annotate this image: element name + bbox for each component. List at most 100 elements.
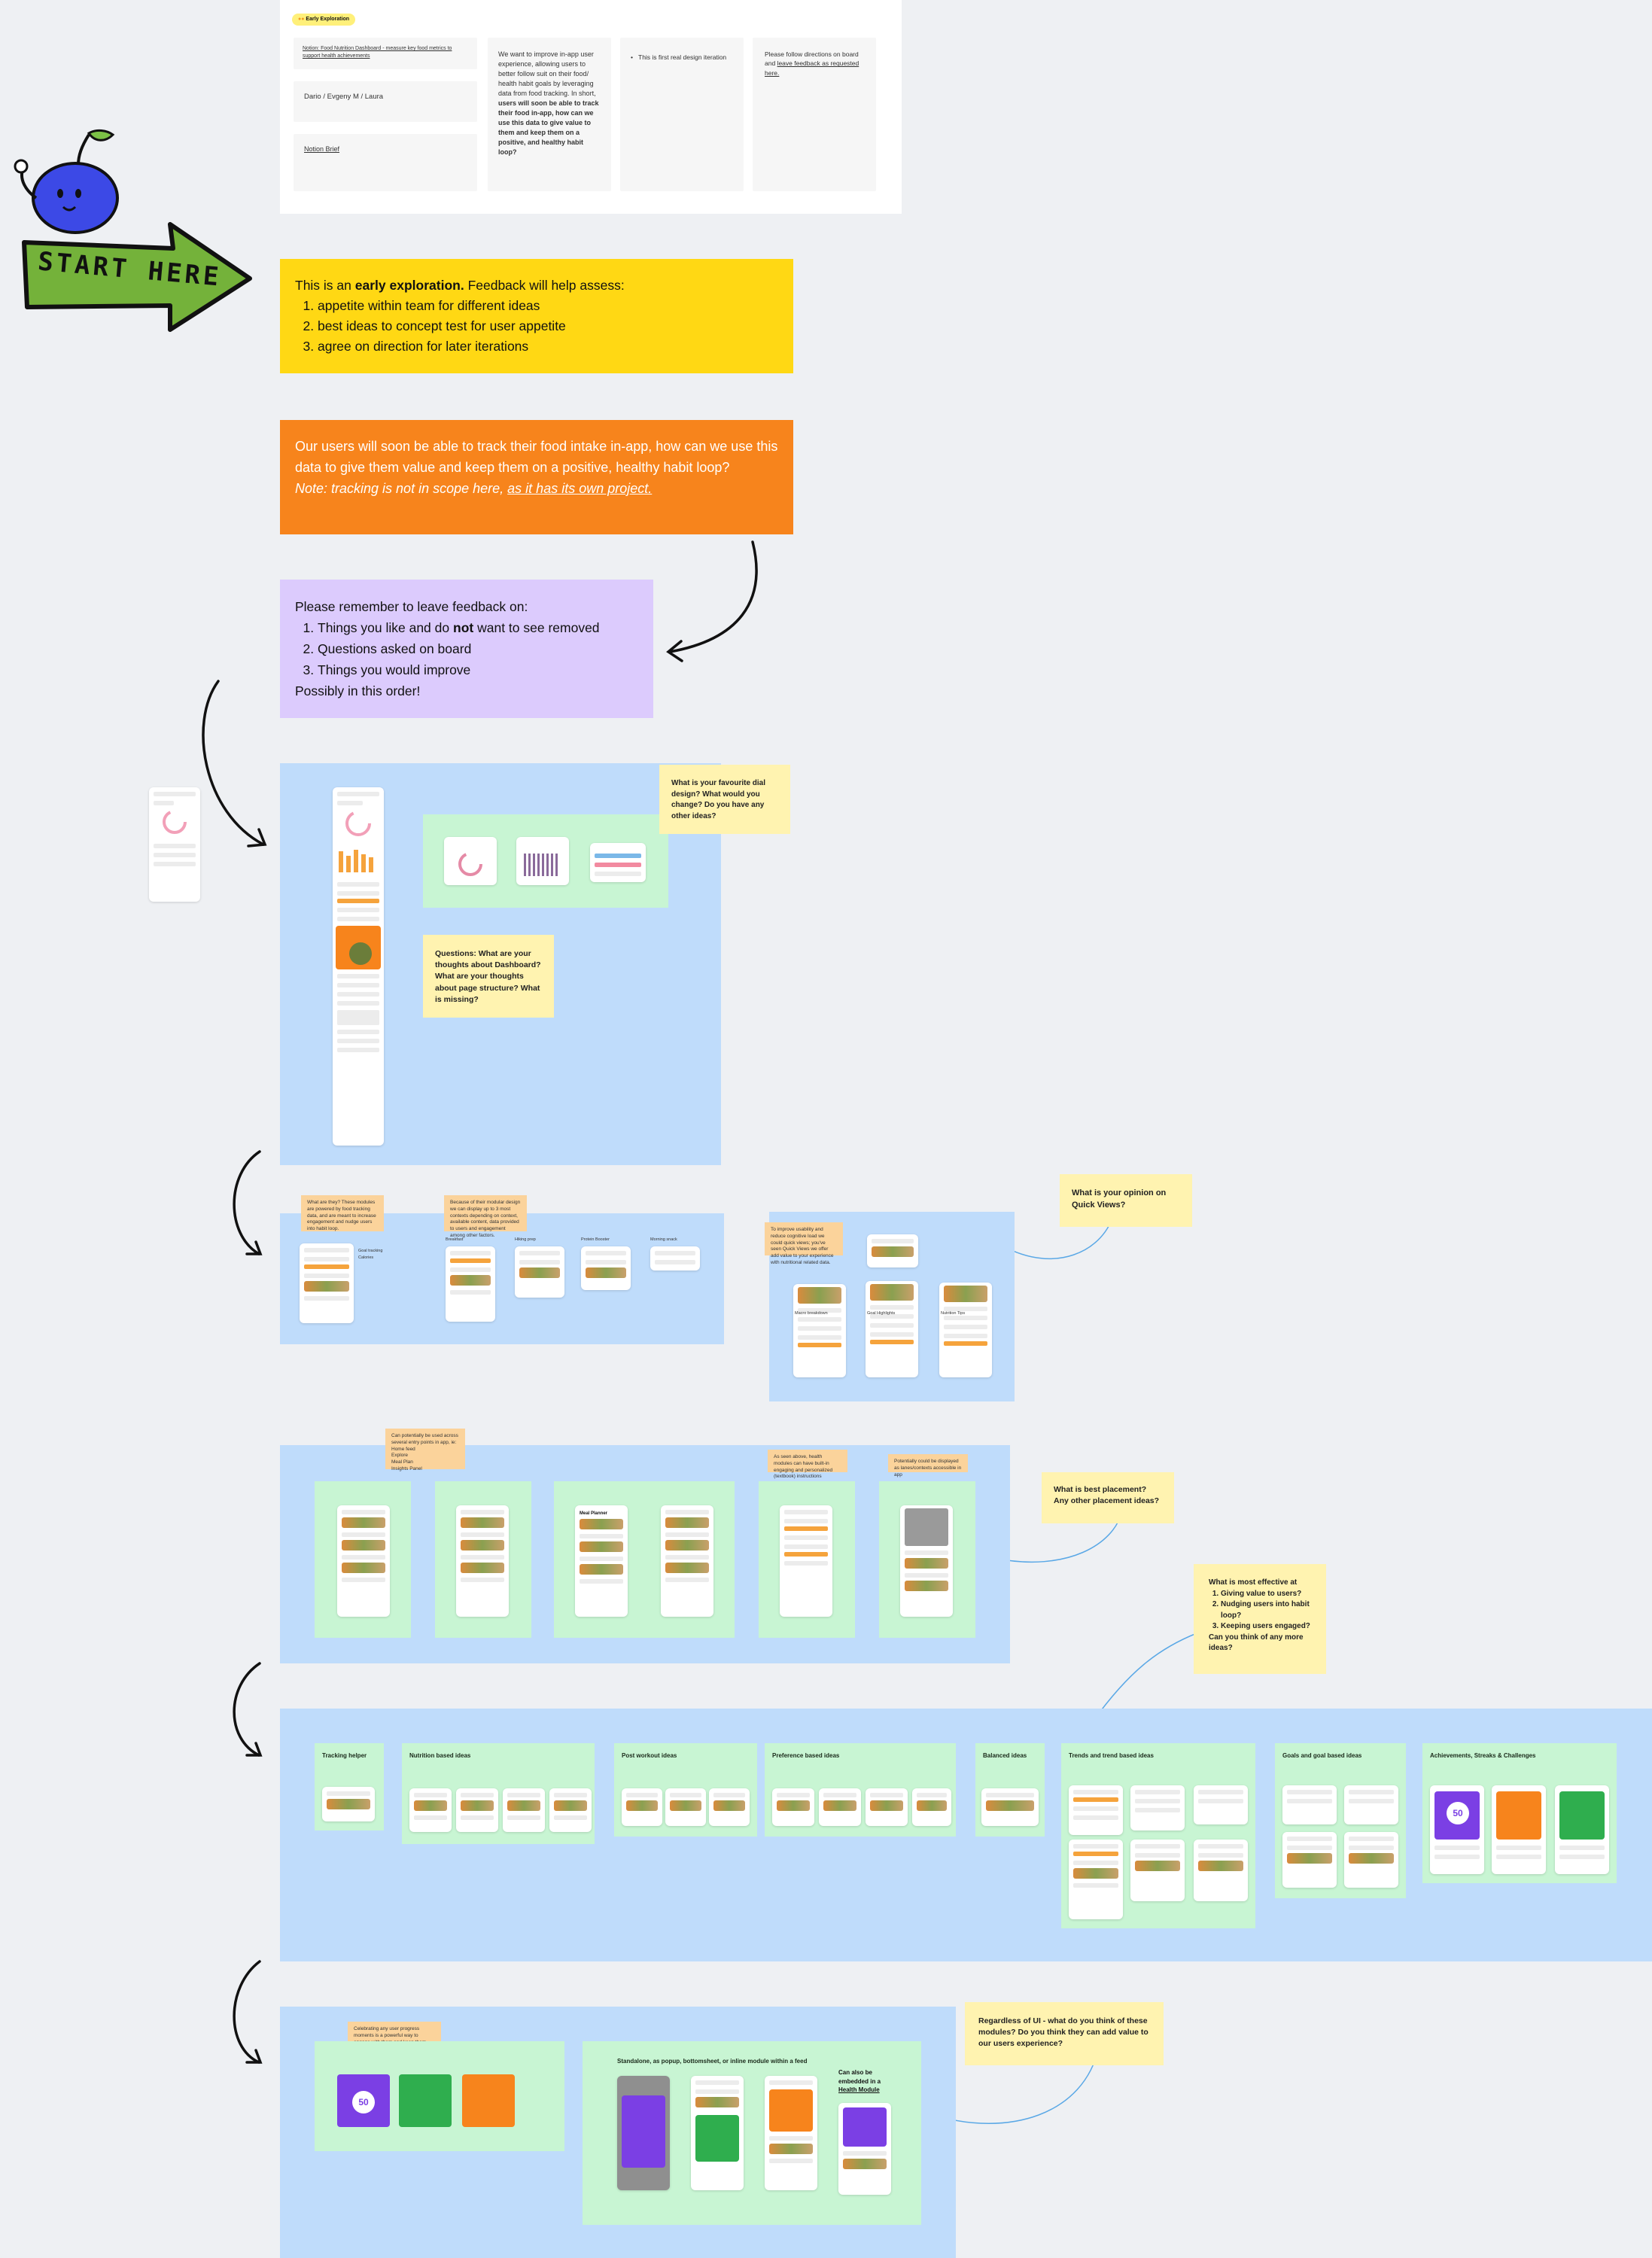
- badge-number: 50: [352, 2091, 375, 2113]
- idea-card[interactable]: [912, 1788, 951, 1826]
- idea-card[interactable]: [1130, 1785, 1185, 1830]
- early-exploration-lead: This is an early exploration. Feedback w…: [295, 278, 625, 293]
- embed-phone-health-module[interactable]: [838, 2103, 891, 2195]
- notion-brief-link[interactable]: Notion Brief: [304, 145, 340, 153]
- module-phone-breakfast[interactable]: [446, 1246, 495, 1322]
- idea-card[interactable]: [772, 1788, 814, 1826]
- idea-group-title: Trends and trend based ideas: [1069, 1752, 1154, 1759]
- quick-views-reason-note[interactable]: To improve usability and reduce cognitiv…: [765, 1222, 843, 1265]
- feedback-link[interactable]: leave feedback as requested here.: [765, 59, 859, 77]
- assess-item: best ideas to concept test for user appe…: [318, 316, 778, 336]
- health-modules-note[interactable]: As seen above, health modules can have b…: [768, 1450, 847, 1479]
- because-modular-note[interactable]: Because of their modular design we can d…: [444, 1195, 527, 1238]
- dial-design-1[interactable]: [444, 837, 497, 885]
- dashboard-questions-sticky[interactable]: Questions: What are your thoughts about …: [423, 935, 554, 1018]
- tracking-scope-note: Note: tracking is not in scope here, as …: [295, 480, 653, 496]
- idea-card[interactable]: [1069, 1785, 1123, 1835]
- header-panel: ●● Early Exploration Notion: Food Nutrit…: [280, 0, 902, 214]
- module-card-hiking[interactable]: [515, 1246, 564, 1298]
- placement-phone-insights[interactable]: [661, 1505, 713, 1617]
- idea-card[interactable]: [1194, 1785, 1248, 1824]
- embed-phone-popup[interactable]: [617, 2076, 670, 2190]
- modules-side-notes: Goal tracking Calories: [358, 1249, 383, 1260]
- problem-statement-note: Our users will soon be able to track the…: [280, 420, 793, 534]
- achievement-card-streak[interactable]: [1492, 1785, 1546, 1874]
- module-phone-main[interactable]: [300, 1243, 354, 1323]
- highlight-card[interactable]: [336, 926, 381, 969]
- intro-bold-text: users will soon be able to track their f…: [498, 99, 599, 157]
- idea-card[interactable]: [665, 1788, 706, 1826]
- idea-group-title: Balanced ideas: [983, 1752, 1027, 1759]
- dial-design-2[interactable]: [516, 837, 569, 885]
- idea-card[interactable]: [1282, 1785, 1337, 1824]
- bar-chart-icon: [339, 850, 373, 872]
- feedback-footer: Possibly in this order!: [295, 683, 421, 698]
- idea-card[interactable]: [981, 1788, 1039, 1826]
- idea-card[interactable]: [322, 1787, 375, 1821]
- idea-group-title: Goals and goal based ideas: [1282, 1752, 1362, 1759]
- early-exploration-note: This is an early exploration. Feedback w…: [280, 259, 793, 373]
- cherry-mascot-icon: [14, 129, 119, 234]
- notion-dashboard-card[interactable]: Notion: Food Nutrition Dashboard - measu…: [294, 38, 477, 69]
- idea-card[interactable]: [1282, 1832, 1337, 1888]
- idea-card[interactable]: [1194, 1840, 1248, 1901]
- quick-view-goals[interactable]: [866, 1281, 918, 1377]
- calories-dial-icon: [345, 811, 371, 836]
- idea-group-title: Achievements, Streaks & Challenges: [1430, 1752, 1536, 1759]
- quick-views-sticky[interactable]: What is your opinion on Quick Views?: [1060, 1174, 1192, 1227]
- own-project-link[interactable]: as it has its own project.: [507, 480, 653, 496]
- celebration-badge-card[interactable]: 50: [337, 2074, 390, 2127]
- idea-card[interactable]: [1344, 1785, 1398, 1824]
- quick-view-macro[interactable]: [793, 1284, 846, 1377]
- assess-list: appetite within team for different ideas…: [295, 296, 778, 357]
- placement-phone-home[interactable]: [337, 1505, 390, 1617]
- idea-card[interactable]: [866, 1788, 908, 1826]
- feedback-reminder-title: Please remember to leave feedback on:: [295, 599, 528, 614]
- idea-card[interactable]: [1130, 1840, 1185, 1901]
- idea-card[interactable]: [819, 1788, 861, 1826]
- idea-card[interactable]: [409, 1788, 452, 1832]
- placement-phone-explore[interactable]: [456, 1505, 509, 1617]
- achievement-card-badge[interactable]: 50: [1430, 1785, 1484, 1874]
- dashboard-preview-thumbnail[interactable]: [149, 787, 200, 902]
- embed-group-title: Standalone, as popup, bottomsheet, or in…: [617, 2058, 808, 2065]
- idea-card[interactable]: [503, 1788, 545, 1832]
- placement-entry-note[interactable]: Can potentially be used across several e…: [385, 1429, 465, 1471]
- health-module-link[interactable]: Health Module: [838, 2086, 880, 2094]
- iteration-text: This is first real design iteration: [638, 53, 727, 61]
- feedback-item: Things you like and do not want to see r…: [318, 617, 638, 638]
- feedback-item: Questions asked on board: [318, 638, 638, 659]
- idea-card[interactable]: [549, 1788, 592, 1832]
- quick-view-tips[interactable]: [939, 1283, 992, 1377]
- idea-card[interactable]: [456, 1788, 498, 1832]
- feedback-list: Things you like and do not want to see r…: [295, 617, 638, 680]
- favourite-dial-sticky[interactable]: What is your favourite dial design? What…: [659, 765, 790, 834]
- achievement-card-challenge[interactable]: [1555, 1785, 1609, 1874]
- potentially-note[interactable]: Potentially could be displayed as lanes/…: [888, 1454, 968, 1477]
- regardless-ui-sticky[interactable]: Regardless of UI - what do you think of …: [965, 2002, 1164, 2065]
- dial-design-3[interactable]: [590, 843, 646, 882]
- dashboard-phone-screen[interactable]: [333, 787, 384, 1146]
- idea-card[interactable]: [622, 1788, 662, 1826]
- idea-card[interactable]: [1344, 1832, 1398, 1888]
- module-card-snack[interactable]: [650, 1246, 700, 1271]
- notion-brief-card[interactable]: Notion Brief: [294, 134, 477, 191]
- embed-phone-feed[interactable]: [765, 2076, 817, 2190]
- placement-phone-module[interactable]: [780, 1505, 832, 1617]
- quick-view-popup[interactable]: [867, 1234, 918, 1267]
- what-are-they-note[interactable]: What are they? These modules are powered…: [301, 1195, 384, 1231]
- people-card: Dario / Evgeny M / Laura: [294, 81, 477, 122]
- start-here-sign-icon: [22, 222, 252, 332]
- placement-phone-lane[interactable]: [900, 1505, 953, 1617]
- badge-dot-icon: ●●: [298, 17, 305, 22]
- module-card-protein[interactable]: [581, 1246, 631, 1290]
- idea-card[interactable]: [1069, 1840, 1123, 1919]
- celebration-green-card[interactable]: [399, 2074, 452, 2127]
- best-placement-sticky[interactable]: What is best placement? Any other placem…: [1042, 1472, 1174, 1523]
- embed-phone-bottomsheet[interactable]: [691, 2076, 744, 2190]
- most-effective-sticky[interactable]: What is most effective at Giving value t…: [1194, 1564, 1326, 1674]
- embedded-note: Can also be embedded in a Health Module: [838, 2069, 881, 2094]
- celebration-orange-card[interactable]: [462, 2074, 515, 2127]
- placement-phone-mealplan[interactable]: Meal Planner: [575, 1505, 628, 1617]
- idea-card[interactable]: [709, 1788, 750, 1826]
